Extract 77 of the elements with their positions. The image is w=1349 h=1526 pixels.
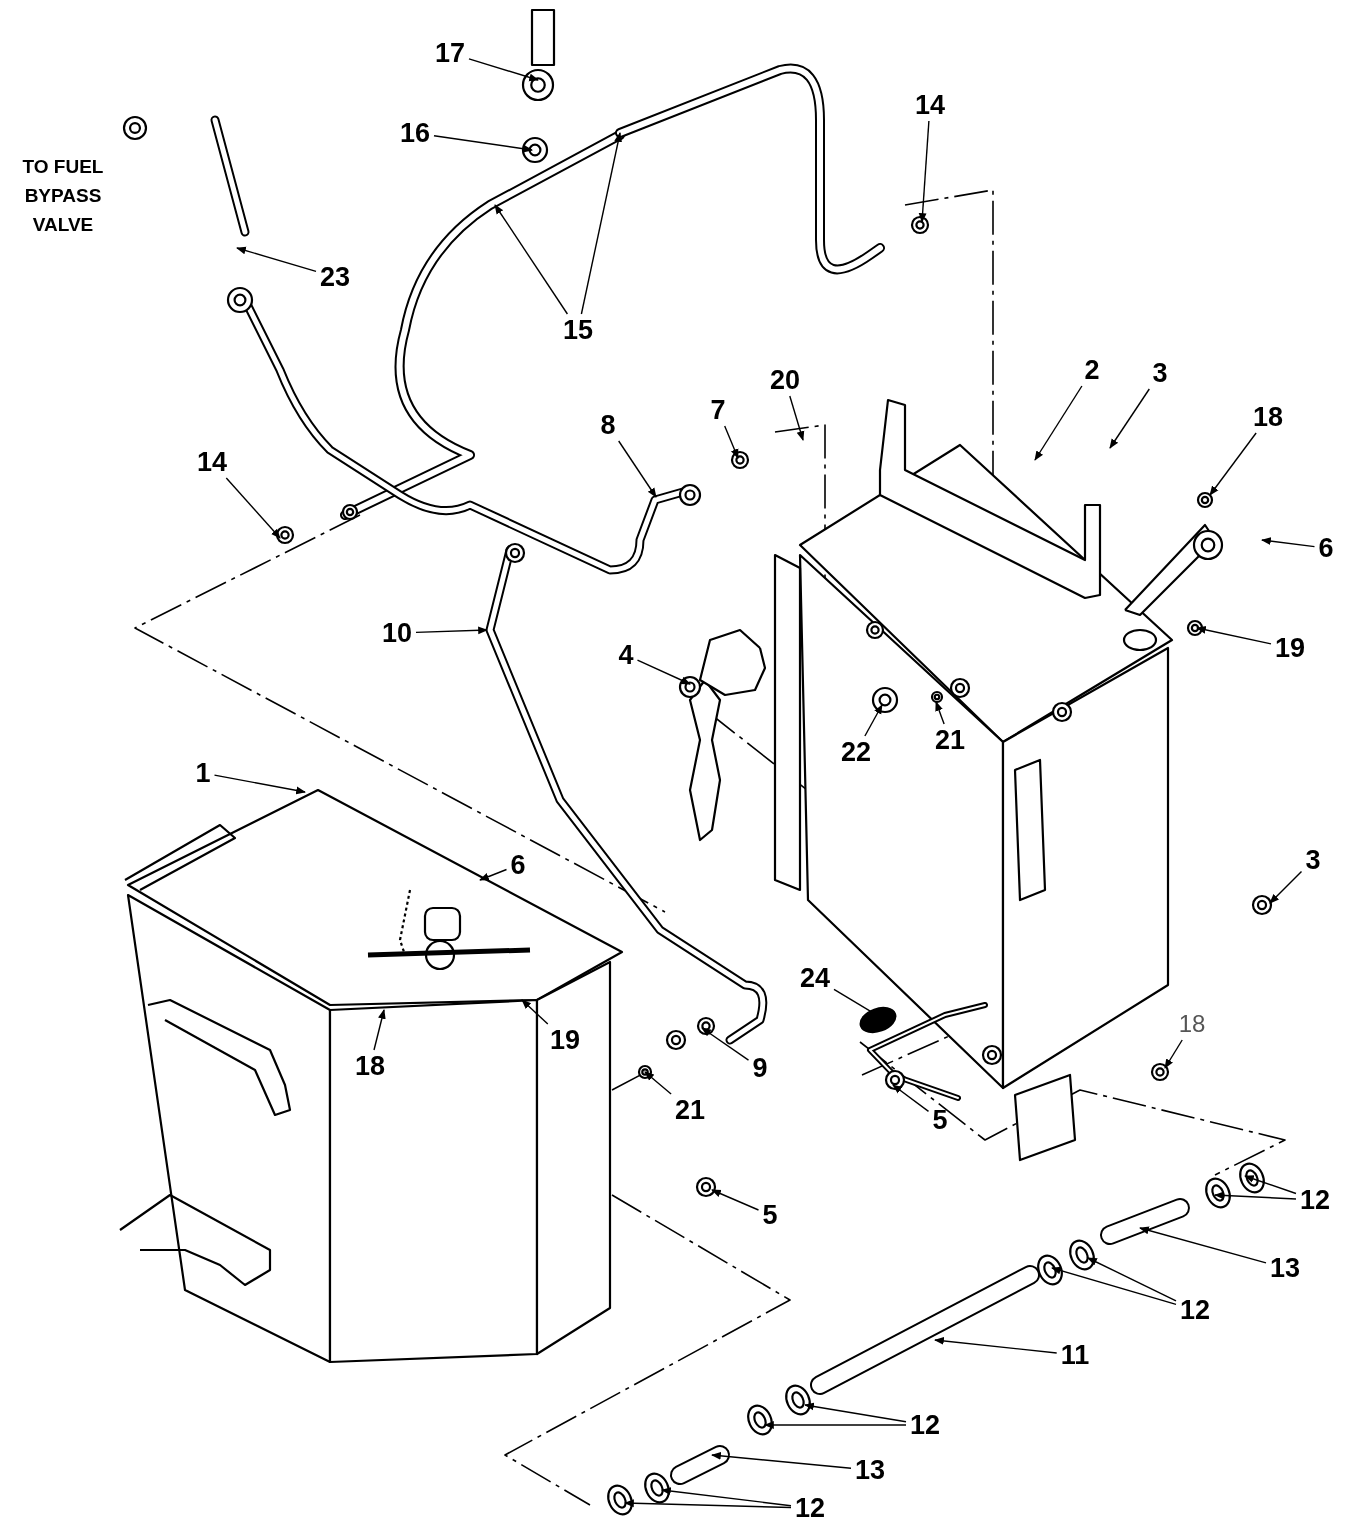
leader-line bbox=[521, 999, 549, 1025]
callout-number: 10 bbox=[381, 619, 413, 647]
callout-number: 12 bbox=[1299, 1186, 1331, 1214]
leader-line bbox=[1261, 537, 1316, 548]
callout-number: 6 bbox=[509, 851, 527, 879]
leader-line bbox=[1109, 388, 1150, 449]
callout-number: 18 bbox=[354, 1052, 386, 1080]
leader-line bbox=[918, 120, 930, 223]
leader-line bbox=[935, 701, 945, 725]
leader-line bbox=[764, 1421, 907, 1429]
leader-line bbox=[415, 626, 488, 635]
callout-number: 19 bbox=[1274, 634, 1306, 662]
callout-number: 6 bbox=[1317, 534, 1335, 562]
leader-line bbox=[701, 1027, 750, 1061]
callout-number: 11 bbox=[1059, 1341, 1091, 1369]
leader-line bbox=[1034, 385, 1083, 461]
callout-number: 12 bbox=[794, 1494, 826, 1522]
callout-number: 14 bbox=[914, 91, 946, 119]
leader-line bbox=[934, 1337, 1058, 1354]
leader-line bbox=[1139, 1226, 1267, 1264]
callout-number: 15 bbox=[562, 316, 594, 344]
leader-line bbox=[494, 204, 569, 315]
leader-line bbox=[636, 659, 691, 685]
callout-number: 2 bbox=[1083, 356, 1101, 384]
leader-line bbox=[236, 246, 317, 273]
callout-number: 13 bbox=[854, 1456, 886, 1484]
callout-number: 18 bbox=[1177, 1010, 1207, 1038]
callout-number: 19 bbox=[549, 1026, 581, 1054]
leader-line bbox=[864, 704, 883, 737]
leader-line bbox=[1087, 1257, 1177, 1302]
leader-line bbox=[1196, 626, 1272, 645]
callout-number: 3 bbox=[1151, 359, 1169, 387]
leader-line bbox=[711, 1451, 852, 1469]
callout-number: 14 bbox=[196, 448, 228, 476]
callout-number: 8 bbox=[599, 411, 617, 439]
leader-line bbox=[724, 425, 739, 459]
leader-line bbox=[644, 1071, 672, 1095]
callout-number: 13 bbox=[1269, 1254, 1301, 1282]
leader-line bbox=[892, 1084, 930, 1113]
leader-line bbox=[1214, 1191, 1297, 1200]
leader-line bbox=[468, 58, 539, 82]
callout-number: 21 bbox=[934, 726, 966, 754]
leader-line bbox=[661, 1487, 792, 1507]
callout-number: 24 bbox=[799, 964, 831, 992]
leader-line bbox=[433, 135, 533, 153]
callout-number: 7 bbox=[709, 396, 727, 424]
callout-number: 12 bbox=[1179, 1296, 1211, 1324]
leader-line bbox=[373, 1009, 386, 1051]
leader-line bbox=[618, 440, 657, 498]
leader-line bbox=[1244, 1175, 1297, 1195]
callout-number: 22 bbox=[840, 738, 872, 766]
callout-number: 1 bbox=[194, 759, 212, 787]
leader-line bbox=[624, 1499, 792, 1509]
callout-number: 9 bbox=[751, 1054, 769, 1082]
leader-line bbox=[580, 132, 622, 315]
note-text: TO FUEL BYPASS VALVE bbox=[21, 154, 105, 237]
callout-number: 17 bbox=[434, 39, 466, 67]
leader-line bbox=[1164, 1039, 1183, 1069]
leader-line bbox=[225, 477, 281, 539]
callout-number: 4 bbox=[617, 641, 635, 669]
callout-number: 5 bbox=[931, 1106, 949, 1134]
leader-line bbox=[1209, 432, 1257, 496]
leader-line bbox=[804, 1402, 907, 1423]
leader-line bbox=[1051, 1266, 1177, 1306]
leader-line bbox=[213, 774, 306, 795]
leader-line bbox=[479, 868, 508, 881]
callout-number: 12 bbox=[909, 1411, 941, 1439]
callout-number: 3 bbox=[1304, 846, 1322, 874]
leader-line bbox=[789, 395, 805, 441]
callout-number: 20 bbox=[769, 366, 801, 394]
callout-number: 5 bbox=[761, 1201, 779, 1229]
leader-line bbox=[1269, 870, 1303, 904]
leader-line bbox=[711, 1189, 760, 1211]
callout-number: 21 bbox=[674, 1096, 706, 1124]
callout-number: 23 bbox=[319, 263, 351, 291]
callout-number: 18 bbox=[1252, 403, 1284, 431]
callout-number: 16 bbox=[399, 119, 431, 147]
